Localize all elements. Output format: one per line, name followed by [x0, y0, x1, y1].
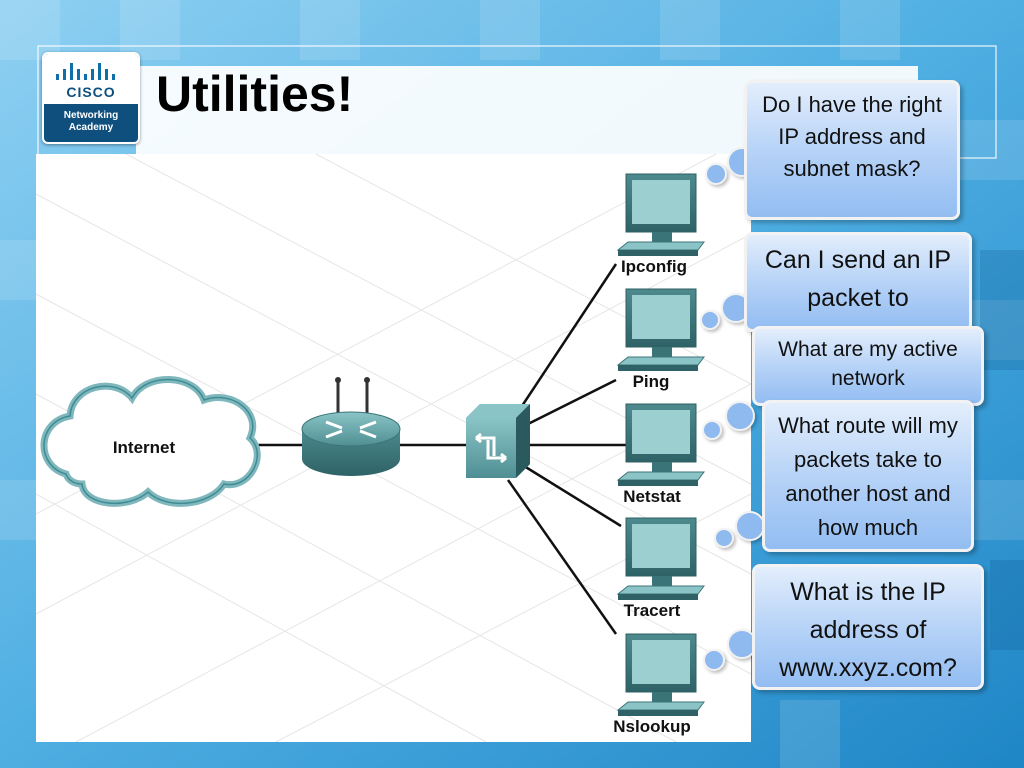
host-label-ping: Ping — [633, 372, 670, 391]
speech-bubble-text: What are my active network — [778, 338, 958, 390]
page-title: Utilities! — [156, 66, 354, 122]
cloud-label: Internet — [113, 438, 176, 457]
host-computer-icon — [616, 288, 705, 371]
switch-icon — [466, 404, 530, 478]
speech-bubble-text: Can I send an IP packet to — [764, 246, 952, 312]
speech-bubble: What is the IP address of www.xxyz.com? — [752, 564, 984, 690]
speech-bubble-text: What route will my packets take to anoth… — [778, 413, 958, 540]
cisco-bars-icon — [56, 62, 126, 80]
logo-word: CISCO — [66, 84, 116, 100]
host-label-nslookup: Nslookup — [613, 717, 690, 736]
router-icon — [301, 377, 401, 476]
host-computer-icon — [616, 403, 705, 486]
thought-bubble-dot — [702, 420, 722, 440]
thought-bubble-dot — [700, 310, 720, 330]
speech-bubble-text: What is the IP address of www.xxyz.com? — [779, 578, 957, 682]
logo-subtitle: Networking Academy — [44, 110, 138, 134]
speech-bubble: What are my active network — [752, 326, 984, 406]
network-links — [258, 263, 626, 635]
host-computer-icon — [616, 173, 705, 256]
cisco-networking-academy-logo: CISCO Networking Academy — [42, 52, 140, 144]
thought-bubble-dot — [725, 401, 755, 431]
host-computer-icon — [616, 633, 705, 716]
logo-line-2: Academy — [68, 122, 114, 133]
internet-cloud-icon — [40, 376, 261, 507]
speech-bubble: Can I send an IP packet to — [744, 232, 972, 332]
speech-bubble: What route will my packets take to anoth… — [762, 400, 974, 552]
host-label-tracert: Tracert — [624, 601, 681, 620]
thought-bubble-dot — [714, 528, 734, 548]
thought-bubble-dot — [735, 511, 765, 541]
thought-bubble-dot — [703, 649, 725, 671]
host-label-ipconfig: Ipconfig — [621, 257, 687, 276]
thought-bubble-dot — [705, 163, 727, 185]
logo-line-1: Networking — [63, 110, 119, 121]
speech-bubble: Do I have the right IP address and subne… — [744, 80, 960, 220]
host-computer-icon — [616, 517, 705, 600]
host-label-netstat: Netstat — [623, 487, 681, 506]
speech-bubble-text: Do I have the right IP address and subne… — [762, 92, 942, 181]
